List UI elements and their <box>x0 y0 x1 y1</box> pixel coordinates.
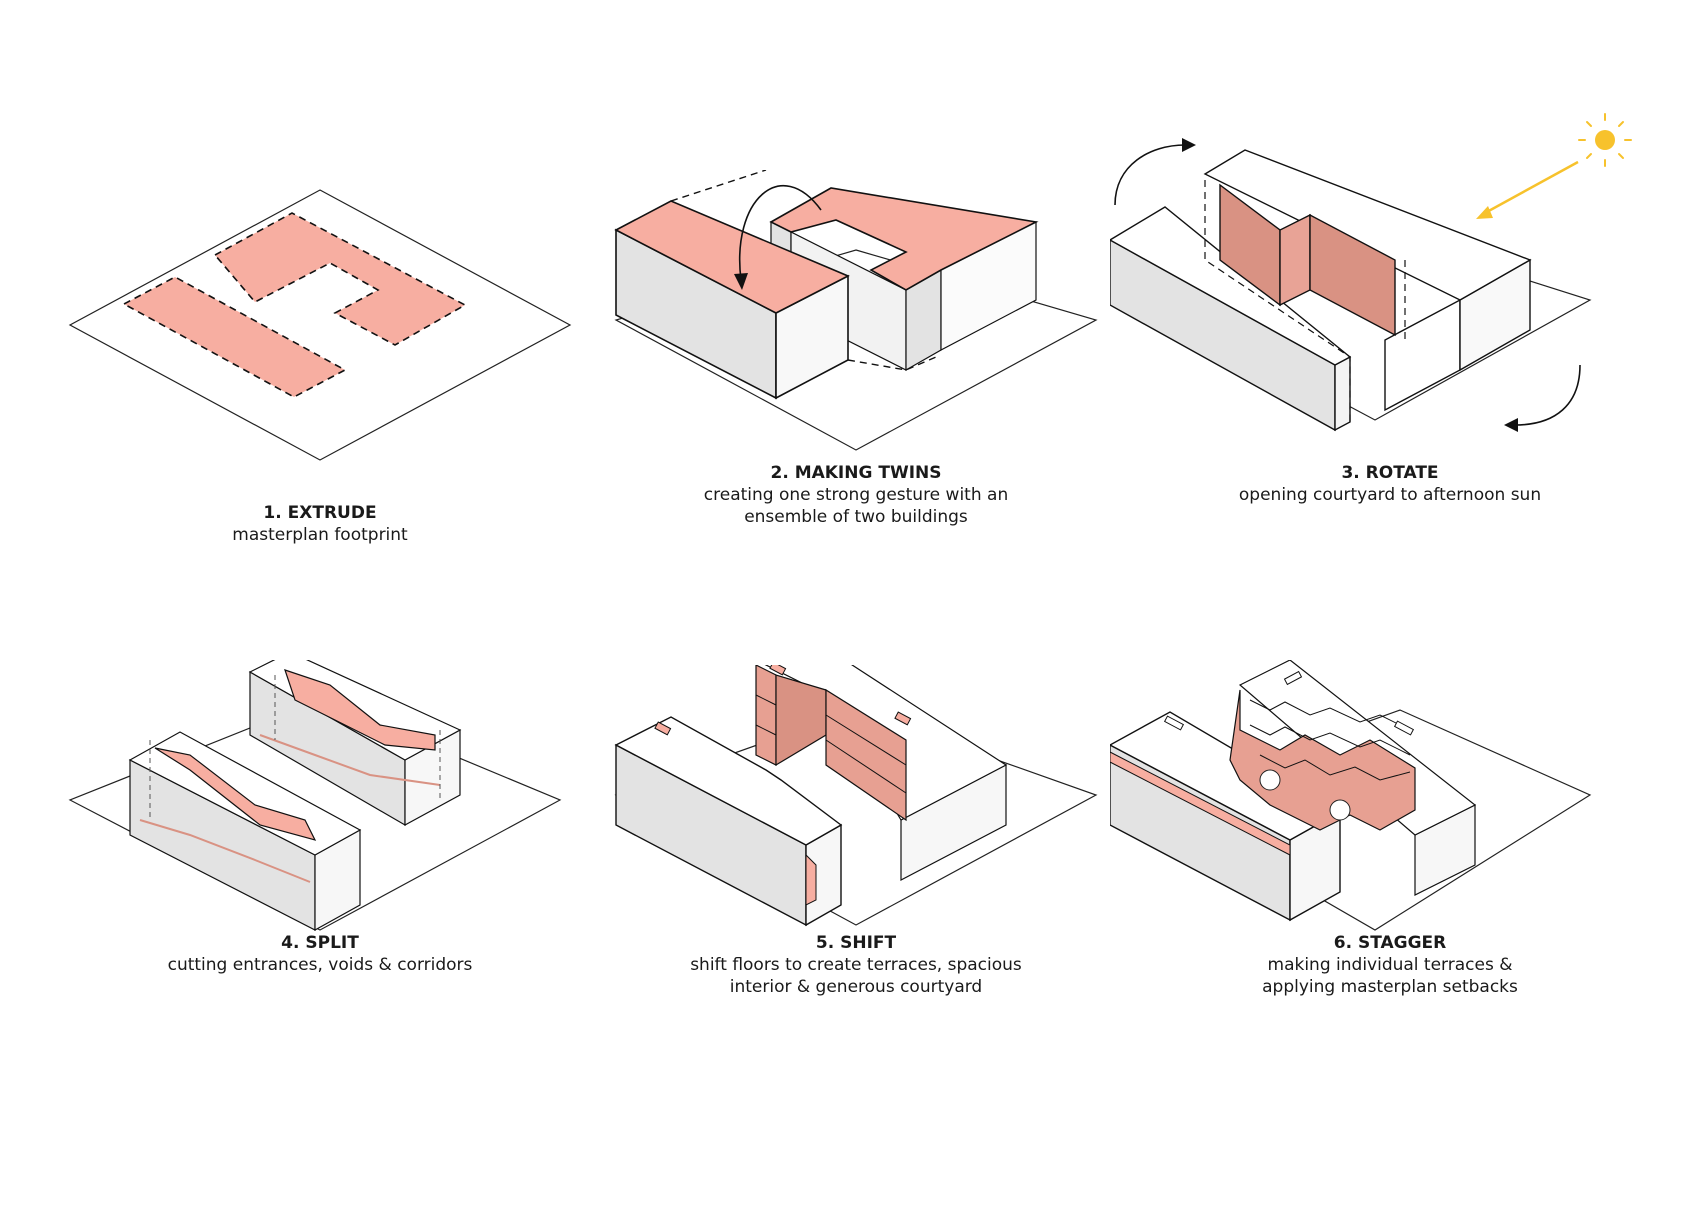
step-title: 4. SPLIT <box>281 933 359 953</box>
tree-icon <box>1329 799 1351 821</box>
step-3-caption: 3. ROTATE opening courtyard to afternoon… <box>1110 462 1670 506</box>
terrace-stack-a <box>755 665 777 766</box>
step-line <box>1249 724 1411 756</box>
floor-line <box>755 694 777 706</box>
footprint-c-shape <box>213 212 467 346</box>
step-description: cutting entrances, voids & corridors <box>167 955 473 975</box>
courtyard-wall-c <box>1309 213 1396 337</box>
skylight <box>1283 670 1303 686</box>
step-6-panel: 6. STAGGER making individual terraces & … <box>1110 660 1670 1220</box>
staggered-terraces <box>1229 689 1416 831</box>
setback-terrace-band <box>1110 751 1291 856</box>
tree-icon <box>1259 769 1281 791</box>
step-5-panel: 5. SHIFT shift floors to create terraces… <box>576 665 1136 1225</box>
courtyard-wall-b <box>1279 213 1311 307</box>
step-title: 5. SHIFT <box>815 933 897 953</box>
step-5-caption: 5. SHIFT shift floors to create terraces… <box>576 932 1136 998</box>
skylight <box>1393 720 1415 736</box>
rear-building-roof <box>769 187 1039 291</box>
front-corridor-cut <box>154 747 317 841</box>
step-description: interior & generous courtyard <box>729 977 983 997</box>
rotate-arrow-top <box>1114 144 1186 206</box>
left-block-side <box>1334 355 1351 432</box>
step-title: 3. ROTATE <box>1341 463 1439 483</box>
step-4-illustration <box>68 660 562 932</box>
front-block-roof <box>614 716 843 846</box>
step-title: 1. EXTRUDE <box>263 503 377 523</box>
skylight <box>769 665 787 676</box>
step-description: creating one strong gesture with an <box>703 485 1009 505</box>
step-6-illustration <box>1110 660 1592 931</box>
rotate-arrow-top-head <box>1182 138 1196 152</box>
flip-arrow <box>738 185 822 281</box>
step-6-caption: 6. STAGGER making individual terraces & … <box>1110 932 1670 998</box>
step-1-panel: 1. EXTRUDE masterplan footprint <box>40 170 600 730</box>
step-2-panel: 2. MAKING TWINS creating one strong gest… <box>576 170 1136 730</box>
step-3-panel: 3. ROTATE opening courtyard to afternoon… <box>1110 110 1670 670</box>
step-3-illustration <box>1110 113 1632 432</box>
skylight <box>1163 715 1185 731</box>
step-description: opening courtyard to afternoon sun <box>1238 485 1542 505</box>
step-4-panel: 4. SPLIT cutting entrances, voids & corr… <box>40 660 600 1220</box>
ramp-line <box>259 734 441 786</box>
step-description: shift floors to create terraces, spaciou… <box>690 955 1022 975</box>
rotate-arrow-bottom <box>1514 364 1581 426</box>
dashed-outline <box>1204 180 1351 422</box>
step-2-caption: 2. MAKING TWINS creating one strong gest… <box>576 462 1136 528</box>
site-plane <box>68 189 572 461</box>
floor-line <box>825 714 907 766</box>
step-line <box>1259 754 1411 781</box>
cutout <box>805 853 817 906</box>
footprint-bar <box>122 276 347 398</box>
step-description: masterplan footprint <box>232 525 408 545</box>
step-description: applying masterplan setbacks <box>1262 977 1518 997</box>
step-4-caption: 4. SPLIT cutting entrances, voids & corr… <box>40 932 600 976</box>
step-title: 6. STAGGER <box>1333 933 1447 953</box>
step-2-illustration <box>614 170 1098 451</box>
floor-line <box>825 739 907 794</box>
sun-icon <box>1578 113 1632 167</box>
ramp-line <box>139 819 311 883</box>
sun-ray-arrow <box>1484 160 1579 215</box>
skylight <box>654 721 672 736</box>
rotate-arrow-bottom-head <box>1504 418 1518 432</box>
front-building-roof <box>614 200 850 314</box>
step-line <box>1249 699 1411 731</box>
step-title: 2. MAKING TWINS <box>770 463 942 483</box>
step-5-illustration <box>614 665 1098 927</box>
skylight <box>894 711 912 726</box>
floor-line <box>755 724 777 736</box>
dashed-outline <box>670 170 767 202</box>
step-description: ensemble of two buildings <box>744 507 968 527</box>
sun-ray-arrow-head <box>1476 206 1493 219</box>
step-1-caption: 1. EXTRUDE masterplan footprint <box>40 502 600 546</box>
step-1-illustration <box>68 189 572 461</box>
step-description: making individual terraces & <box>1267 955 1513 975</box>
flip-arrow-head <box>734 273 748 290</box>
rear-corridor-cut <box>284 669 436 751</box>
